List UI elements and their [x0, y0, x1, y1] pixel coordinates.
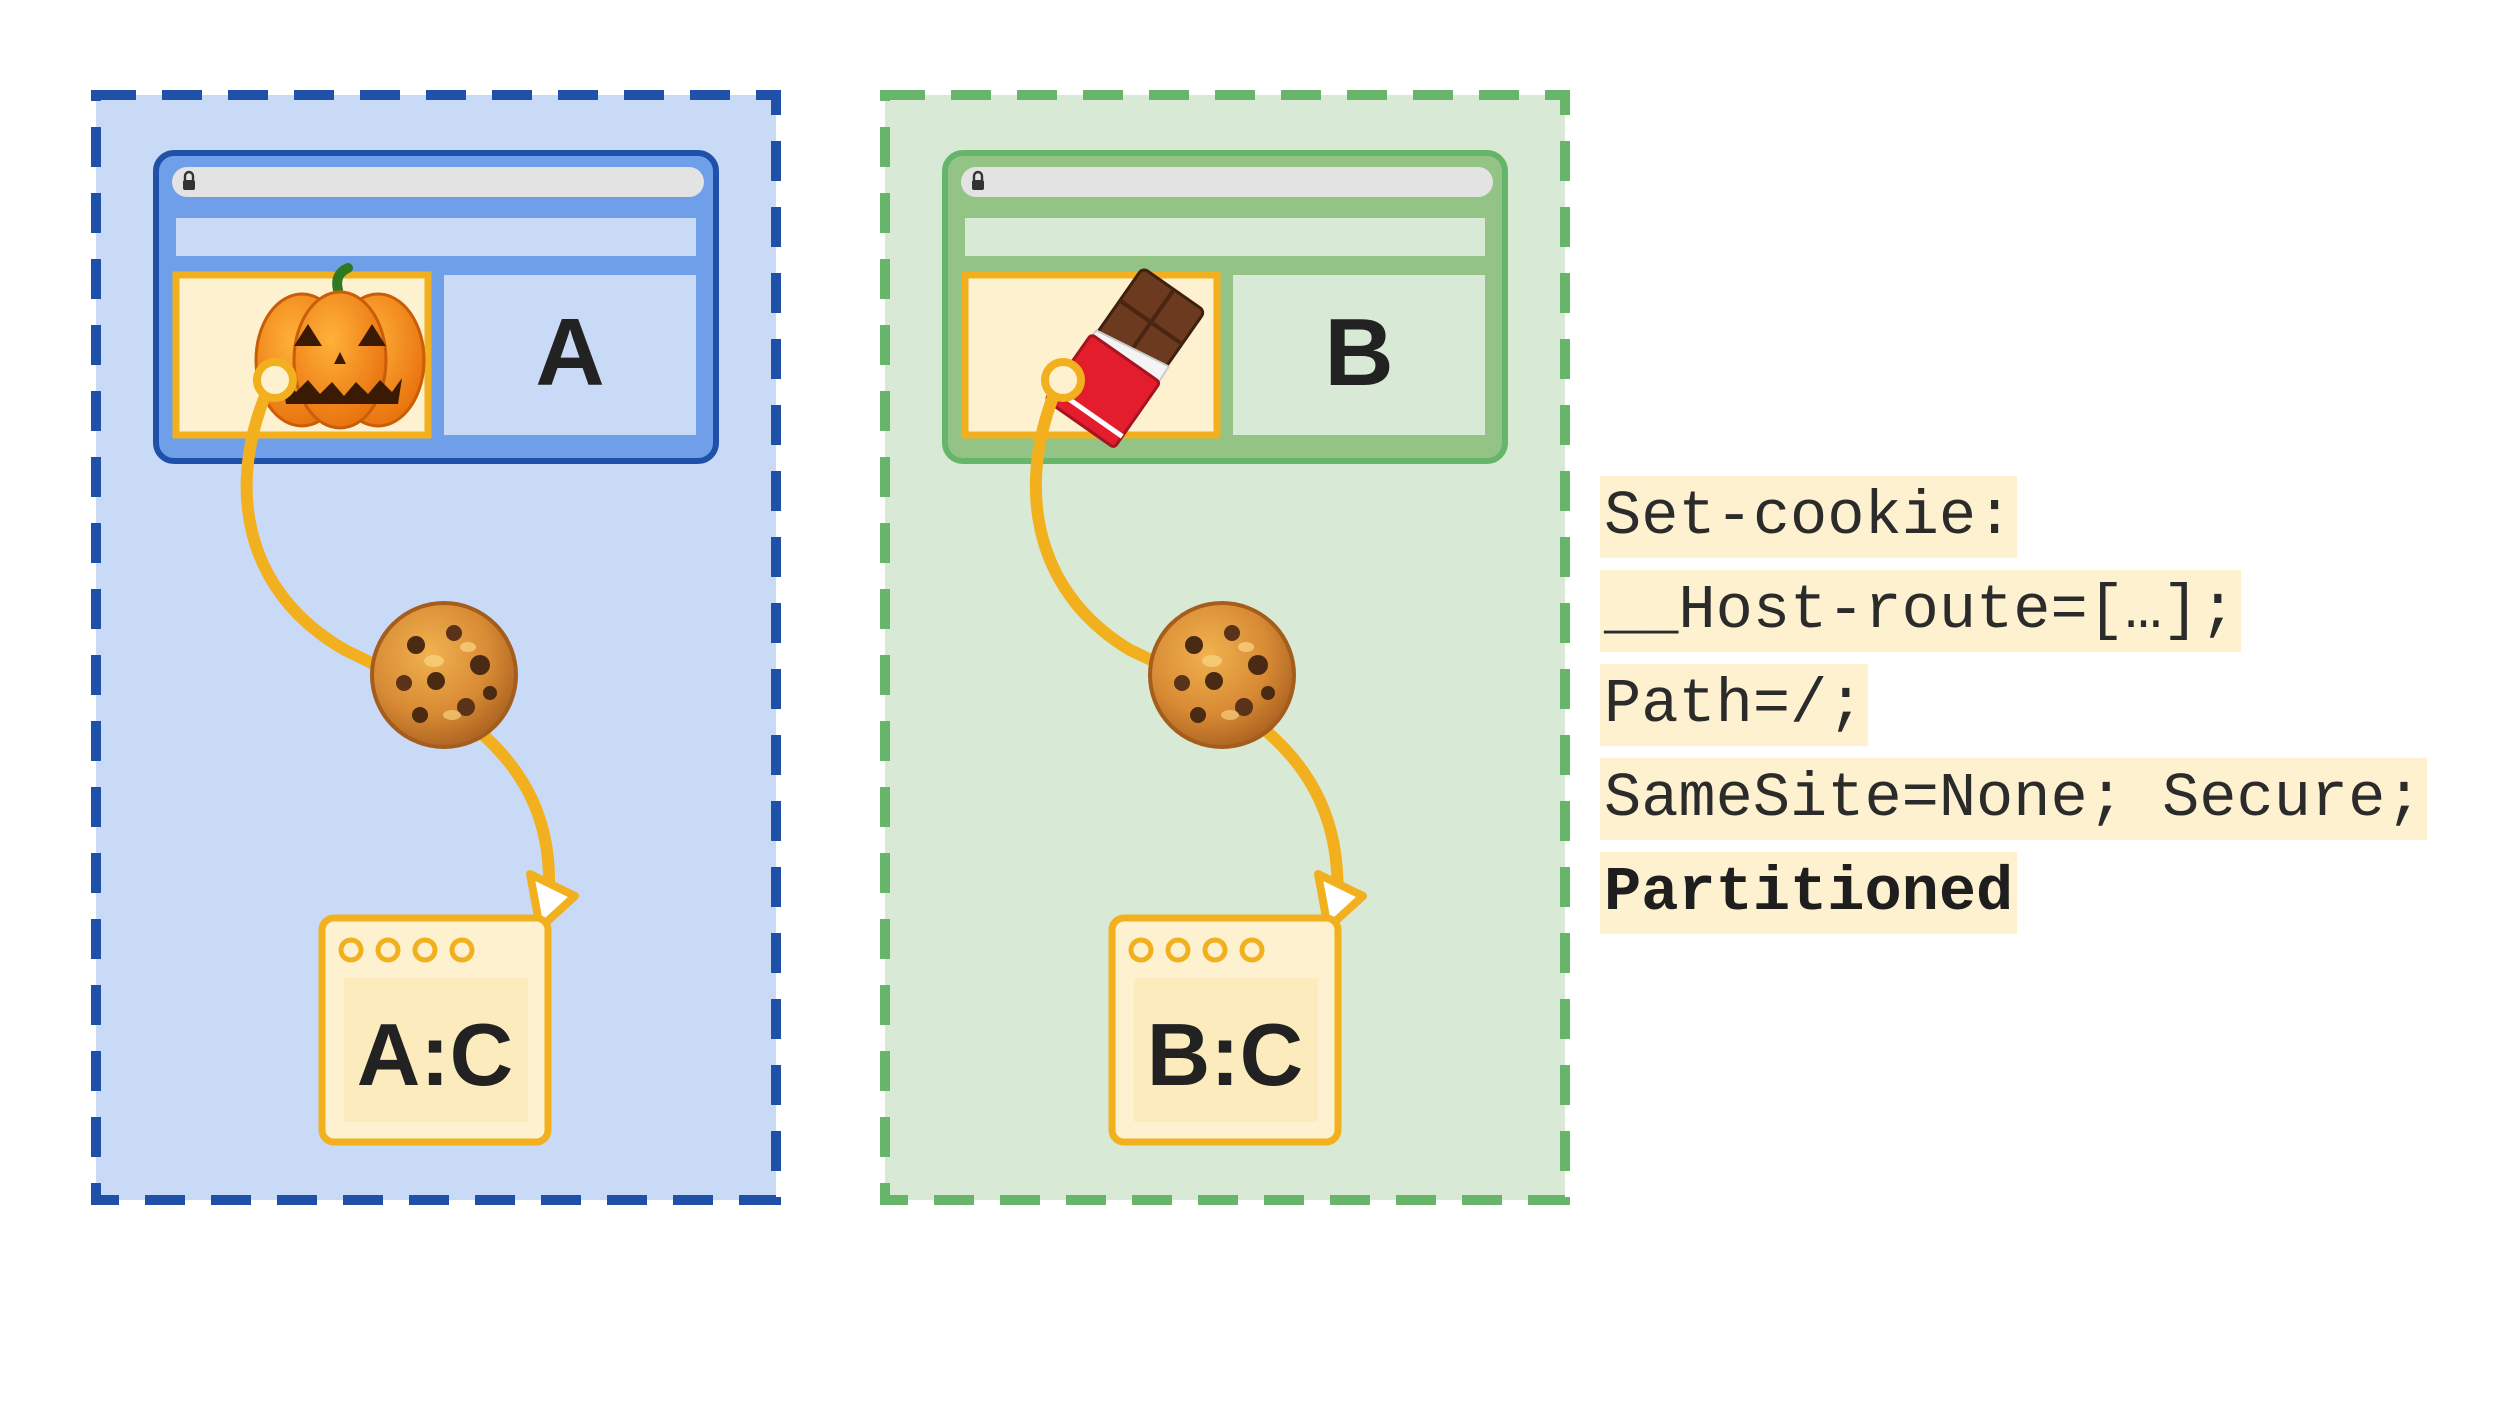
code-line-host-route: __Host-route=[…]; — [1600, 570, 2241, 652]
partition-storage-b: B:C — [1108, 914, 1342, 1146]
main-content-a — [444, 275, 696, 435]
partition-storage-a: A:C — [318, 914, 552, 1146]
toolbar-strip — [176, 218, 696, 256]
lock-icon — [183, 170, 195, 190]
address-bar — [172, 167, 704, 197]
site-label-b: B — [1324, 299, 1393, 406]
address-bar — [961, 167, 1493, 197]
code-line-samesite-secure: SameSite=None; Secure; — [1600, 758, 2427, 840]
browser-window-b: B — [942, 150, 1508, 464]
toolbar-strip — [965, 218, 1485, 256]
code-line-partitioned: Partitioned — [1600, 852, 2018, 934]
main-content-b — [1233, 275, 1485, 435]
cookie-flow-arrow-a — [240, 374, 556, 911]
code-line-path: Path=/; — [1600, 664, 1869, 746]
partition-label-a: A:C — [357, 1005, 513, 1104]
partition-panel-a: A A:C — [91, 90, 781, 1205]
browser-window-a: A — [153, 150, 719, 464]
cookie-icon — [1148, 601, 1296, 749]
lock-icon — [972, 170, 984, 190]
origin-dot-b — [1041, 358, 1085, 402]
partition-label-b: B:C — [1147, 1005, 1303, 1104]
jack-o-lantern-icon — [254, 263, 426, 430]
cookie-icon — [370, 601, 518, 749]
partition-panel-b: B B:C — [880, 90, 1570, 1205]
arrowhead-a — [526, 870, 579, 932]
cookie-flow-arrow-b — [1029, 374, 1344, 911]
arrowhead-b — [1314, 870, 1367, 932]
site-label-a: A — [535, 299, 604, 406]
origin-dot-a — [253, 358, 297, 402]
code-line-set-cookie: Set-cookie: — [1600, 476, 2018, 558]
